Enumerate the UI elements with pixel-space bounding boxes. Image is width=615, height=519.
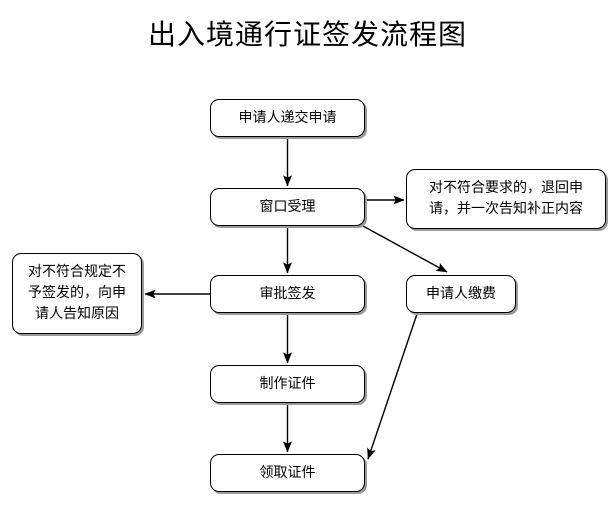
node-label: 申请人缴费 [426,285,496,302]
edge-payment-to-pickup [367,313,418,460]
node-label: 制作证件 [259,375,316,392]
page-title: 出入境通行证签发流程图 [147,18,467,51]
node-return-application-notice[interactable]: 对不符合要求的，退回申 请，并一次告知补正内容 [406,169,606,229]
node-label: 对不符合要求的，退回申 请，并一次告知补正内容 [429,180,583,217]
node-approval-issuance[interactable]: 审批签发 [210,275,365,313]
node-produce-certificate[interactable]: 制作证件 [210,365,365,403]
node-refusal-reason-notice[interactable]: 对不符合规定不 予签发的，向申 请人告知原因 [12,253,142,334]
edge-window-to-payment [362,225,448,273]
node-label: 申请人递交申请 [238,109,337,126]
node-label: 对不符合规定不 予签发的，向申 请人告知原因 [28,264,126,322]
node-label: 窗口受理 [259,198,316,215]
node-label: 审批签发 [259,285,316,302]
node-label: 领取证件 [259,464,316,481]
node-window-acceptance[interactable]: 窗口受理 [210,188,365,226]
node-collect-certificate[interactable]: 领取证件 [210,454,365,492]
node-applicant-payment[interactable]: 申请人缴费 [406,275,516,313]
node-submit-application[interactable]: 申请人递交申请 [210,99,365,137]
